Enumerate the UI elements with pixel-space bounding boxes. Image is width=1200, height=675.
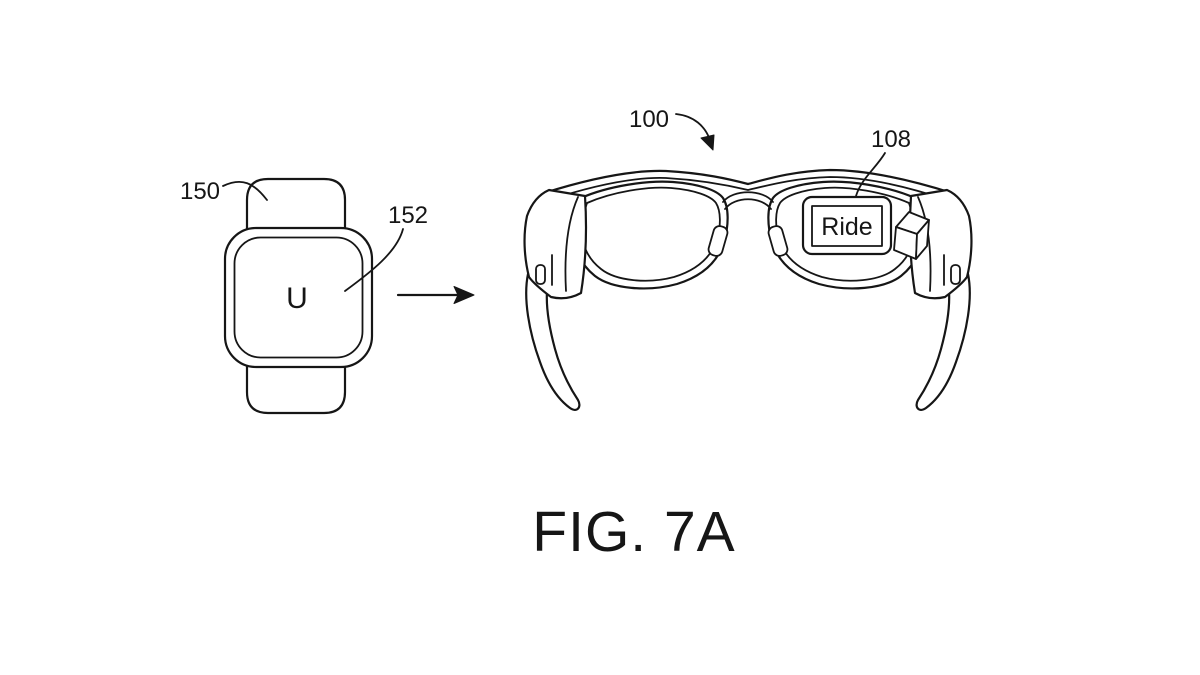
label-150-group: 150 [180,178,268,205]
label-108: 108 [871,126,911,153]
right-temple-arm [915,272,971,411]
smart-glasses: Ride [523,168,973,411]
hud-display-text: Ride [821,213,872,241]
right-nose-pad [767,225,789,257]
left-endpiece-fold-line [564,196,579,292]
leader-line-108 [855,152,886,197]
leader-line-150 [222,181,268,201]
nose-bridge-outer [722,191,774,203]
smartwatch: U [223,177,374,415]
left-hinge-slot [535,264,546,285]
prism-projector [893,211,930,260]
watch-screen-text: U [286,282,308,315]
right-endpiece-fold-line [917,196,932,292]
left-endpiece-face [523,188,588,300]
hud-display: Ride [801,195,893,256]
left-temple-arm [525,272,581,411]
right-hinge-slot [950,264,961,285]
prism-side-face [915,219,930,260]
label-100: 100 [629,106,669,133]
watch-band-bottom [245,360,347,415]
label-152: 152 [388,202,428,229]
right-temple-endpiece [908,188,973,300]
left-temple-endpiece [523,188,588,300]
left-nose-pad [707,225,729,257]
frame-top-bar-inner [548,176,948,201]
label-152-group: 152 [344,202,428,292]
watch-band-top [245,177,347,234]
hud-display-inner [811,205,883,247]
leader-arrow-100-head [700,134,715,151]
left-lens-outer-rim [572,180,729,290]
label-108-group: 108 [855,126,911,197]
frame-top-bar-outer [542,168,954,195]
arrow-head [453,286,475,304]
label-150: 150 [180,178,220,205]
label-100-group: 100 [629,106,715,151]
leader-line-152 [344,228,404,292]
nose-bridge-inner [724,198,772,210]
leader-arrow-100 [675,113,711,141]
figure-caption: FIG. 7A [532,500,735,564]
transform-arrow [396,286,475,304]
watch-screen [233,236,364,359]
hud-display-outer [801,195,893,256]
